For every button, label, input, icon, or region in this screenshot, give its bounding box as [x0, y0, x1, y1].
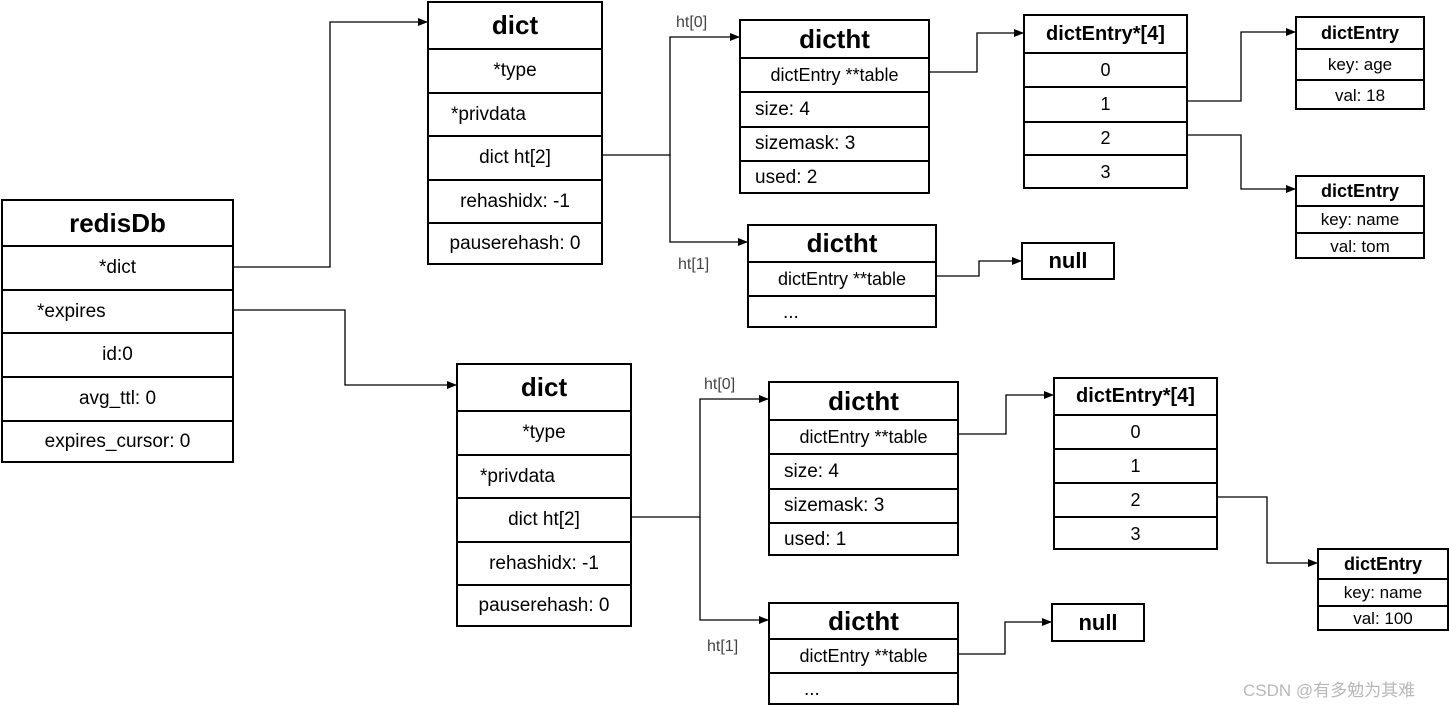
dict-bottom-field-type: *type [458, 410, 630, 454]
dict-top-field-pauserehash: pauserehash: 0 [429, 222, 601, 264]
redisdb-title: redisDb [69, 207, 166, 238]
dictentry-top-2-title: dictEntry [1320, 180, 1399, 201]
dictht-bottom-ht0-sizemask: sizemask: 3 [770, 488, 957, 522]
redisdb-field-dict: *dict [3, 245, 232, 289]
entry-array-bottom-slot-2: 2 [1055, 482, 1216, 516]
dictht-bottom-ht0-table: dictEntry **table [770, 419, 957, 453]
arrow-bottom-slot2-to-entry [1216, 496, 1318, 567]
dict-top-field-rehashidx: rehashidx: -1 [429, 179, 601, 222]
dict-top-field-type: *type [429, 48, 601, 92]
dict-bottom-struct: dict *type *privdata dict ht[2] rehashid… [456, 363, 632, 627]
redisdb-field-expires: *expires [3, 289, 232, 332]
dictht-top-ht1: dictht dictEntry **table ... [747, 224, 937, 328]
dictentry-top-1-key: key: age [1297, 48, 1423, 79]
arrow-dict-to-dict-top [233, 18, 428, 268]
entry-array-bottom-slot-0: 0 [1055, 414, 1216, 448]
dictentry-top-1-val: val: 18 [1297, 79, 1423, 110]
redisdb-struct: redisDb *dict *expires id:0 avg_ttl: 0 e… [1, 199, 234, 463]
redisdb-field-expires-cursor: expires_cursor: 0 [3, 420, 232, 462]
dict-top-field-privdata: *privdata [429, 92, 601, 135]
dictht-top-ht0-sizemask: sizemask: 3 [741, 126, 928, 160]
dictht-top-ht0: dictht dictEntry **table size: 4 sizemas… [739, 19, 930, 194]
entry-array-top-slot-2: 2 [1025, 121, 1186, 154]
dictht-bottom-ht0-size: size: 4 [770, 453, 957, 488]
entry-array-top: dictEntry*[4] 0 1 2 3 [1023, 14, 1188, 189]
arrow-top-table-to-array [929, 29, 1024, 73]
entry-array-bottom: dictEntry*[4] 0 1 2 3 [1053, 377, 1218, 550]
dictentry-top-2-key: key: name [1297, 205, 1423, 232]
redisdb-field-id: id:0 [3, 332, 232, 376]
dictentry-top-2-val: val: tom [1297, 232, 1423, 259]
dictht-top-ht0-size: size: 4 [741, 91, 928, 126]
arrow-bottom-ht0 [631, 395, 769, 518]
dict-bottom-title: dict [520, 372, 568, 402]
label-bottom-ht0: ht[0] [704, 376, 736, 393]
arrow-top-slot2-to-entry [1187, 134, 1296, 193]
label-top-ht0: ht[0] [676, 14, 708, 31]
dictentry-bottom: dictEntry key: name val: 100 [1317, 548, 1449, 631]
dictht-bottom-ht1-table: dictEntry **table [770, 638, 957, 672]
entry-array-top-title: dictEntry*[4] [1046, 22, 1165, 45]
arrow-top-slot1-to-entry [1187, 28, 1296, 102]
dictht-bottom-ht0: dictht dictEntry **table size: 4 sizemas… [768, 381, 959, 556]
entry-array-bottom-slot-1: 1 [1055, 448, 1216, 482]
dictentry-top-1: dictEntry key: age val: 18 [1295, 16, 1425, 110]
dictentry-top-2: dictEntry key: name val: tom [1295, 175, 1425, 259]
dict-top-title: dict [491, 10, 539, 40]
dictht-top-ht0-table: dictEntry **table [741, 57, 928, 91]
label-bottom-ht1: ht[1] [707, 638, 739, 655]
dictht-top-ht1-title: dictht [806, 228, 878, 258]
arrow-bottom-ht1-to-null [958, 618, 1052, 655]
dictht-bottom-ht0-used: used: 1 [770, 522, 957, 555]
null-box-top: null [1021, 242, 1115, 280]
dictht-bottom-ht0-title: dictht [828, 385, 899, 416]
dictht-bottom-ht1-ellipsis: ... [770, 672, 957, 705]
null-top-label: null [1048, 248, 1088, 273]
arrow-expires-to-dict-bottom [233, 309, 457, 389]
dict-bottom-field-pauserehash: pauserehash: 0 [458, 584, 630, 626]
arrow-top-ht0 [602, 33, 740, 156]
dictentry-bottom-title: dictEntry [1343, 553, 1422, 574]
dictht-bottom-ht1: dictht dictEntry **table ... [768, 602, 959, 705]
dictht-top-ht1-table: dictEntry **table [749, 261, 935, 295]
null-bottom-label: null [1078, 609, 1118, 635]
watermark-text: CSDN @有多勉为其难 [1243, 681, 1416, 700]
dictentry-bottom-key: key: name [1319, 578, 1447, 605]
arrow-bottom-ht1 [699, 517, 769, 624]
dictentry-top-1-title: dictEntry [1320, 22, 1399, 43]
label-top-ht1: ht[1] [678, 256, 710, 273]
null-box-bottom: null [1051, 603, 1145, 642]
arrow-top-ht1-to-null [936, 257, 1022, 277]
dict-bottom-field-privdata: *privdata [458, 454, 630, 497]
arrow-top-ht1 [669, 155, 748, 246]
entry-array-top-slot-3: 3 [1025, 154, 1186, 188]
entry-array-top-slot-1: 1 [1025, 86, 1186, 121]
redisdb-field-avg-ttl: avg_ttl: 0 [3, 376, 232, 420]
entry-array-bottom-slot-3: 3 [1055, 516, 1216, 550]
dict-bottom-field-ht: dict ht[2] [458, 497, 630, 541]
dictht-top-ht0-title: dictht [799, 23, 870, 54]
dict-bottom-field-rehashidx: rehashidx: -1 [458, 541, 630, 584]
entry-array-bottom-title: dictEntry*[4] [1076, 385, 1195, 407]
dictht-top-ht0-used: used: 2 [741, 160, 928, 193]
arrow-bottom-table-to-array [958, 391, 1054, 435]
dictentry-bottom-val: val: 100 [1319, 605, 1447, 631]
dictht-bottom-ht1-title: dictht [828, 605, 899, 636]
entry-array-top-slot-0: 0 [1025, 52, 1186, 86]
dict-top-field-ht: dict ht[2] [429, 135, 601, 179]
dictht-top-ht1-ellipsis: ... [749, 295, 935, 328]
dict-top-struct: dict *type *privdata dict ht[2] rehashid… [427, 1, 603, 265]
